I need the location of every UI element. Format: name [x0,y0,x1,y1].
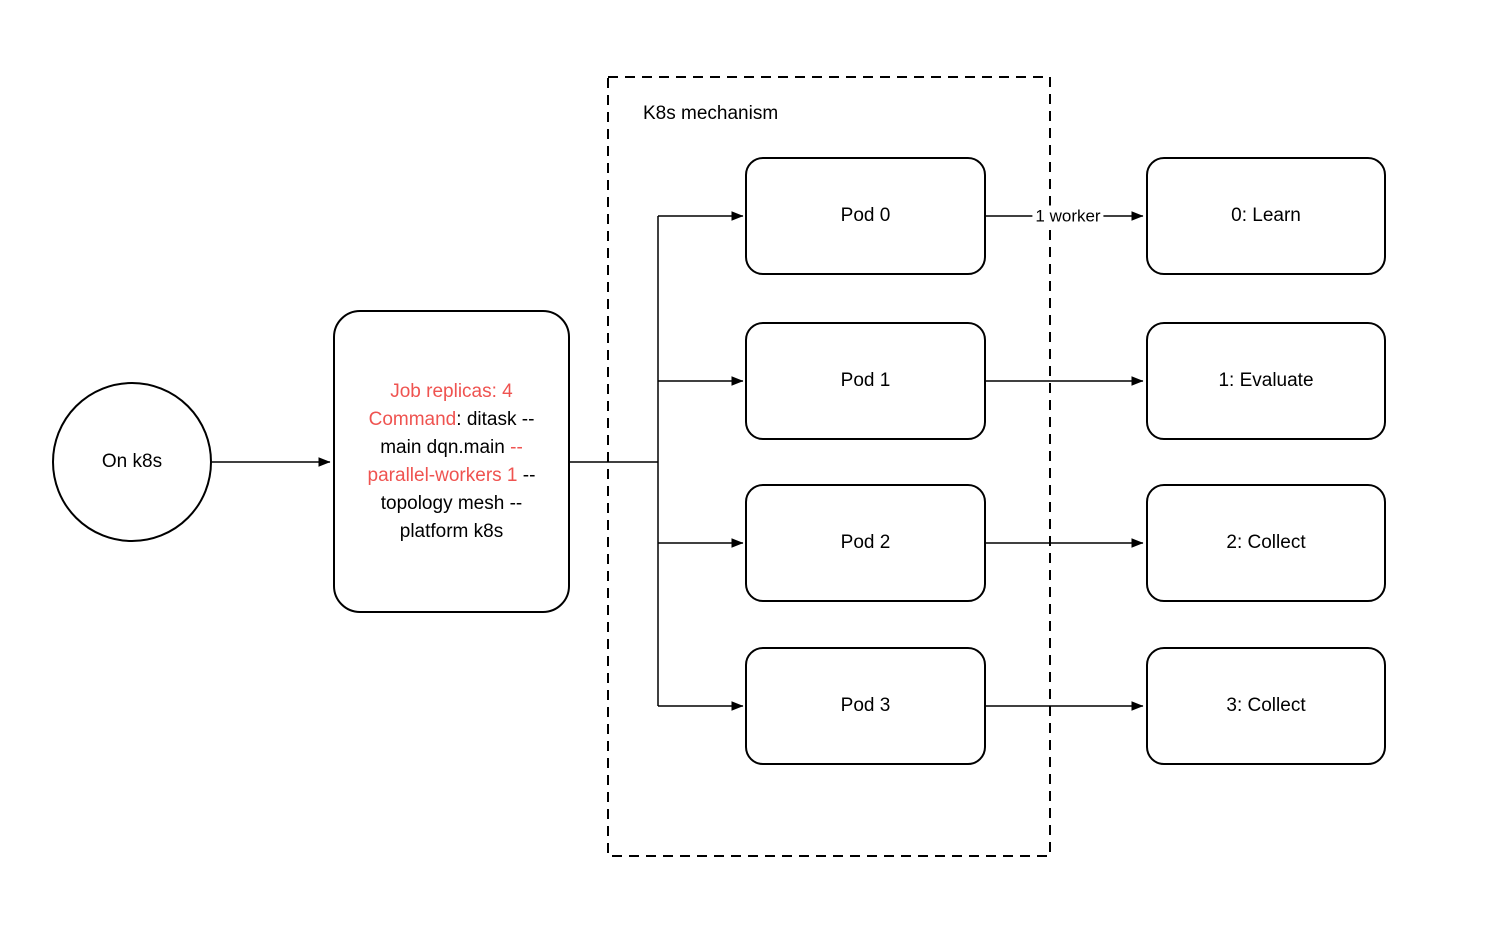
job-line-main: main dqn.main -- [380,436,523,458]
k8s-mechanism-group-border [607,76,1051,857]
job-line-replicas: Job replicas: 4 [390,380,513,402]
node-worker-2-label: 2: Collect [1226,532,1306,553]
job-line-platform: platform k8s [399,520,504,542]
node-pod-1: Pod 1 [745,322,986,440]
node-worker-3-collect: 3: Collect [1146,647,1386,765]
node-pod-0-label: Pod 0 [840,205,891,226]
node-worker-0-learn: 0: Learn [1146,157,1386,275]
node-worker-3-label: 3: Collect [1226,695,1306,716]
node-pod-3-label: Pod 3 [840,695,891,716]
job-command-text: Job replicas: 4 Command: ditask -- main … [335,378,568,546]
node-worker-1-label: 1: Evaluate [1218,370,1314,391]
job-line-topology: topology mesh -- [380,492,523,514]
job-line-command: Command: ditask -- [368,408,535,430]
node-pod-3: Pod 3 [745,647,986,765]
node-on-k8s-label: On k8s [101,451,163,472]
node-worker-0-label: 0: Learn [1231,205,1301,226]
node-worker-2-collect: 2: Collect [1146,484,1386,602]
node-pod-0: Pod 0 [745,157,986,275]
node-pod-2-label: Pod 2 [840,532,891,553]
node-on-k8s: On k8s [52,382,212,542]
k8s-mechanism-group-label: K8s mechanism [643,103,779,124]
node-worker-1-evaluate: 1: Evaluate [1146,322,1386,440]
node-job-command: Job replicas: 4 Command: ditask -- main … [333,310,570,613]
node-pod-2: Pod 2 [745,484,986,602]
job-line-workers: parallel-workers 1 -- [367,464,536,486]
node-pod-1-label: Pod 1 [840,370,891,391]
edge-label-1-worker: 1 worker [1032,205,1104,227]
